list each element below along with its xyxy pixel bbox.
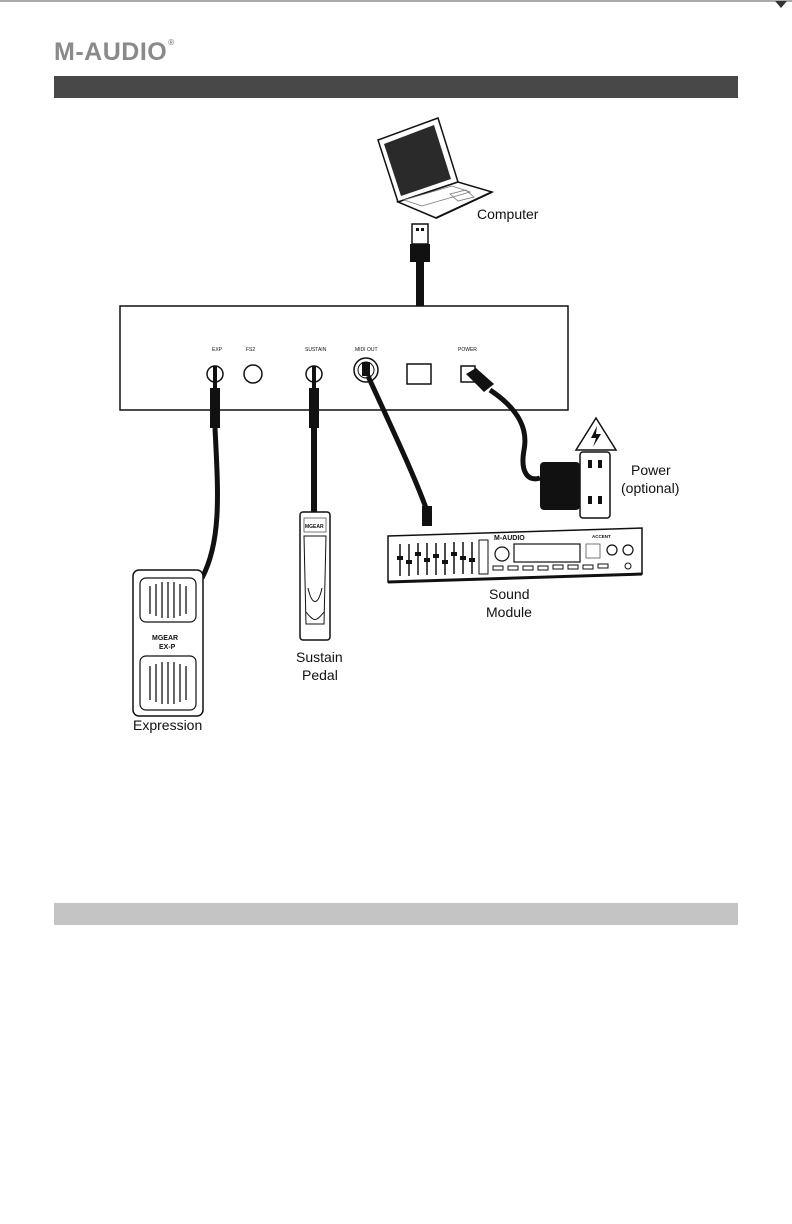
sustain-pedal-icon: MGEAR xyxy=(300,512,330,640)
sound-module-model: ACCENT xyxy=(592,534,611,539)
sound-module-brand: M-AUDIO xyxy=(494,535,525,542)
brand-logo: M-AUDIO® xyxy=(54,38,175,67)
power-label-line1: Power xyxy=(631,462,671,478)
power-outlet-icon xyxy=(540,418,616,518)
sustain-pedal-brand: MGEAR xyxy=(305,524,324,530)
sustain-pedal-label-line1: Sustain xyxy=(296,649,343,665)
sound-module-icon: M-AUDIO ACCENT xyxy=(388,528,642,582)
fs2-jack xyxy=(244,365,262,383)
rear-panel xyxy=(120,306,568,410)
logo-text: M-AUDIO xyxy=(54,38,167,66)
usb-port xyxy=(407,364,431,384)
expression-pedal-icon: MGEAR EX-P xyxy=(133,570,203,716)
exp-jack-label: EXP xyxy=(212,347,223,353)
expression-pedal-model: EX-P xyxy=(159,644,176,651)
subsection-heading-bar xyxy=(54,903,738,925)
expression-pedal-brand: MGEAR xyxy=(152,635,178,642)
logo-registered-mark: ® xyxy=(168,38,174,47)
laptop-icon xyxy=(378,118,492,218)
midi-out-jack-label: MIDI OUT xyxy=(355,347,378,353)
expression-label: Expression xyxy=(133,717,202,733)
sound-module-label-line1: Sound xyxy=(489,586,529,602)
sound-module-label-line2: Module xyxy=(486,604,532,620)
section-heading-bar xyxy=(54,76,738,98)
power-jack-label: POWER xyxy=(458,347,477,353)
top-rule xyxy=(0,0,792,10)
sustain-jack-label: SUSTAIN xyxy=(305,347,327,353)
connection-diagram: Computer EXP FS2 SUSTAIN MIDI OUT POWER xyxy=(0,100,792,750)
power-label-line2: (optional) xyxy=(621,480,679,496)
sustain-pedal-label-line2: Pedal xyxy=(302,667,338,683)
computer-label: Computer xyxy=(477,206,539,222)
fs2-jack-label: FS2 xyxy=(246,347,255,353)
